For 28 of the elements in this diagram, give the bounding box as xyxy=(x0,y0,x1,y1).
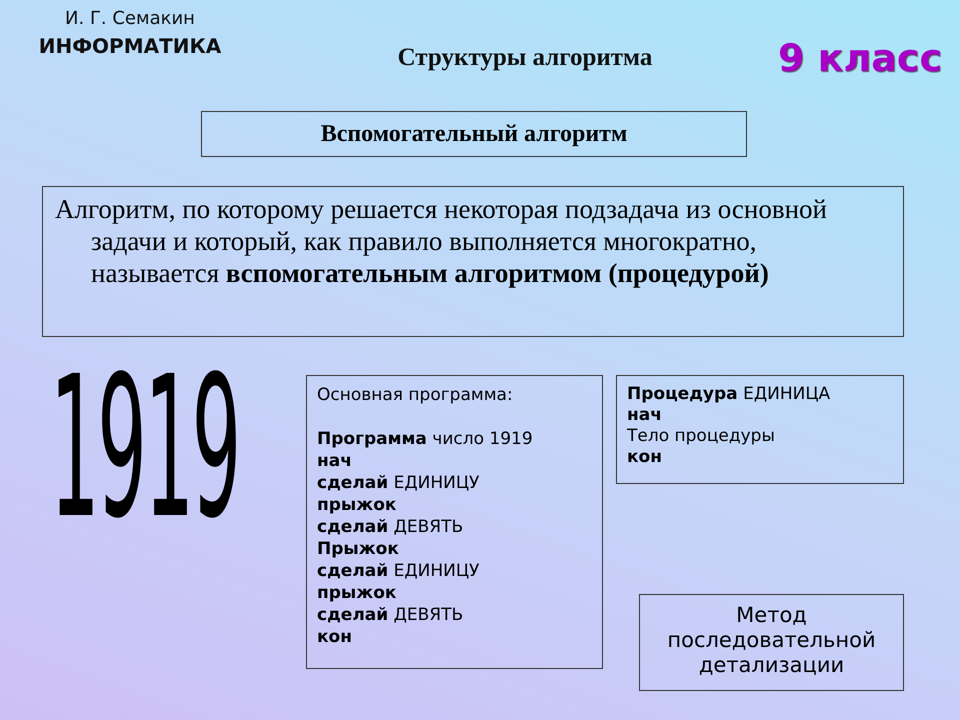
grade-label: 9 класс xyxy=(777,36,943,80)
code-line: Тело процедуры xyxy=(627,426,776,447)
code-line: кон xyxy=(627,447,663,468)
code-line: кон xyxy=(317,626,353,648)
stick-number: 1919 xyxy=(50,350,239,545)
procedure-box xyxy=(616,375,904,484)
method-text: Метод последовательной детализации xyxy=(666,603,877,678)
code-line: Программа число 1919 xyxy=(317,428,534,450)
method-box xyxy=(639,594,904,691)
section-heading: Основная программа: xyxy=(317,384,514,406)
heading-text: Вспомогательный алгоритм xyxy=(320,120,628,148)
heading-box xyxy=(201,111,747,157)
code-line: сделай ДЕВЯТЬ xyxy=(317,604,464,626)
code-line: Прыжок xyxy=(317,538,400,560)
code-line: нач xyxy=(317,450,353,472)
code-line: Процедура ЕДИНИЦА xyxy=(627,384,832,405)
code-line: сделай ДЕВЯТЬ xyxy=(317,516,464,538)
program-box xyxy=(306,375,603,669)
code-line: сделай ЕДИНИЦУ xyxy=(317,472,480,494)
code-line: сделай ЕДИНИЦУ xyxy=(317,560,480,582)
slide-title: Структуры алгоритма xyxy=(396,44,654,72)
book-title: ИНФОРМАТИКА xyxy=(38,34,222,58)
definition-text: Алгоритм, по которому решается некоторая подзадача из основной задачи и который, как правило выполняется многократно, называется вспомогательным алгоритмом (процедурой) xyxy=(55,193,828,289)
code-line: нач xyxy=(627,405,663,426)
author-name: И. Г. Семакин xyxy=(64,8,196,29)
code-line: прыжок xyxy=(317,494,398,516)
code-line: прыжок xyxy=(317,582,398,604)
definition-box xyxy=(42,186,904,337)
